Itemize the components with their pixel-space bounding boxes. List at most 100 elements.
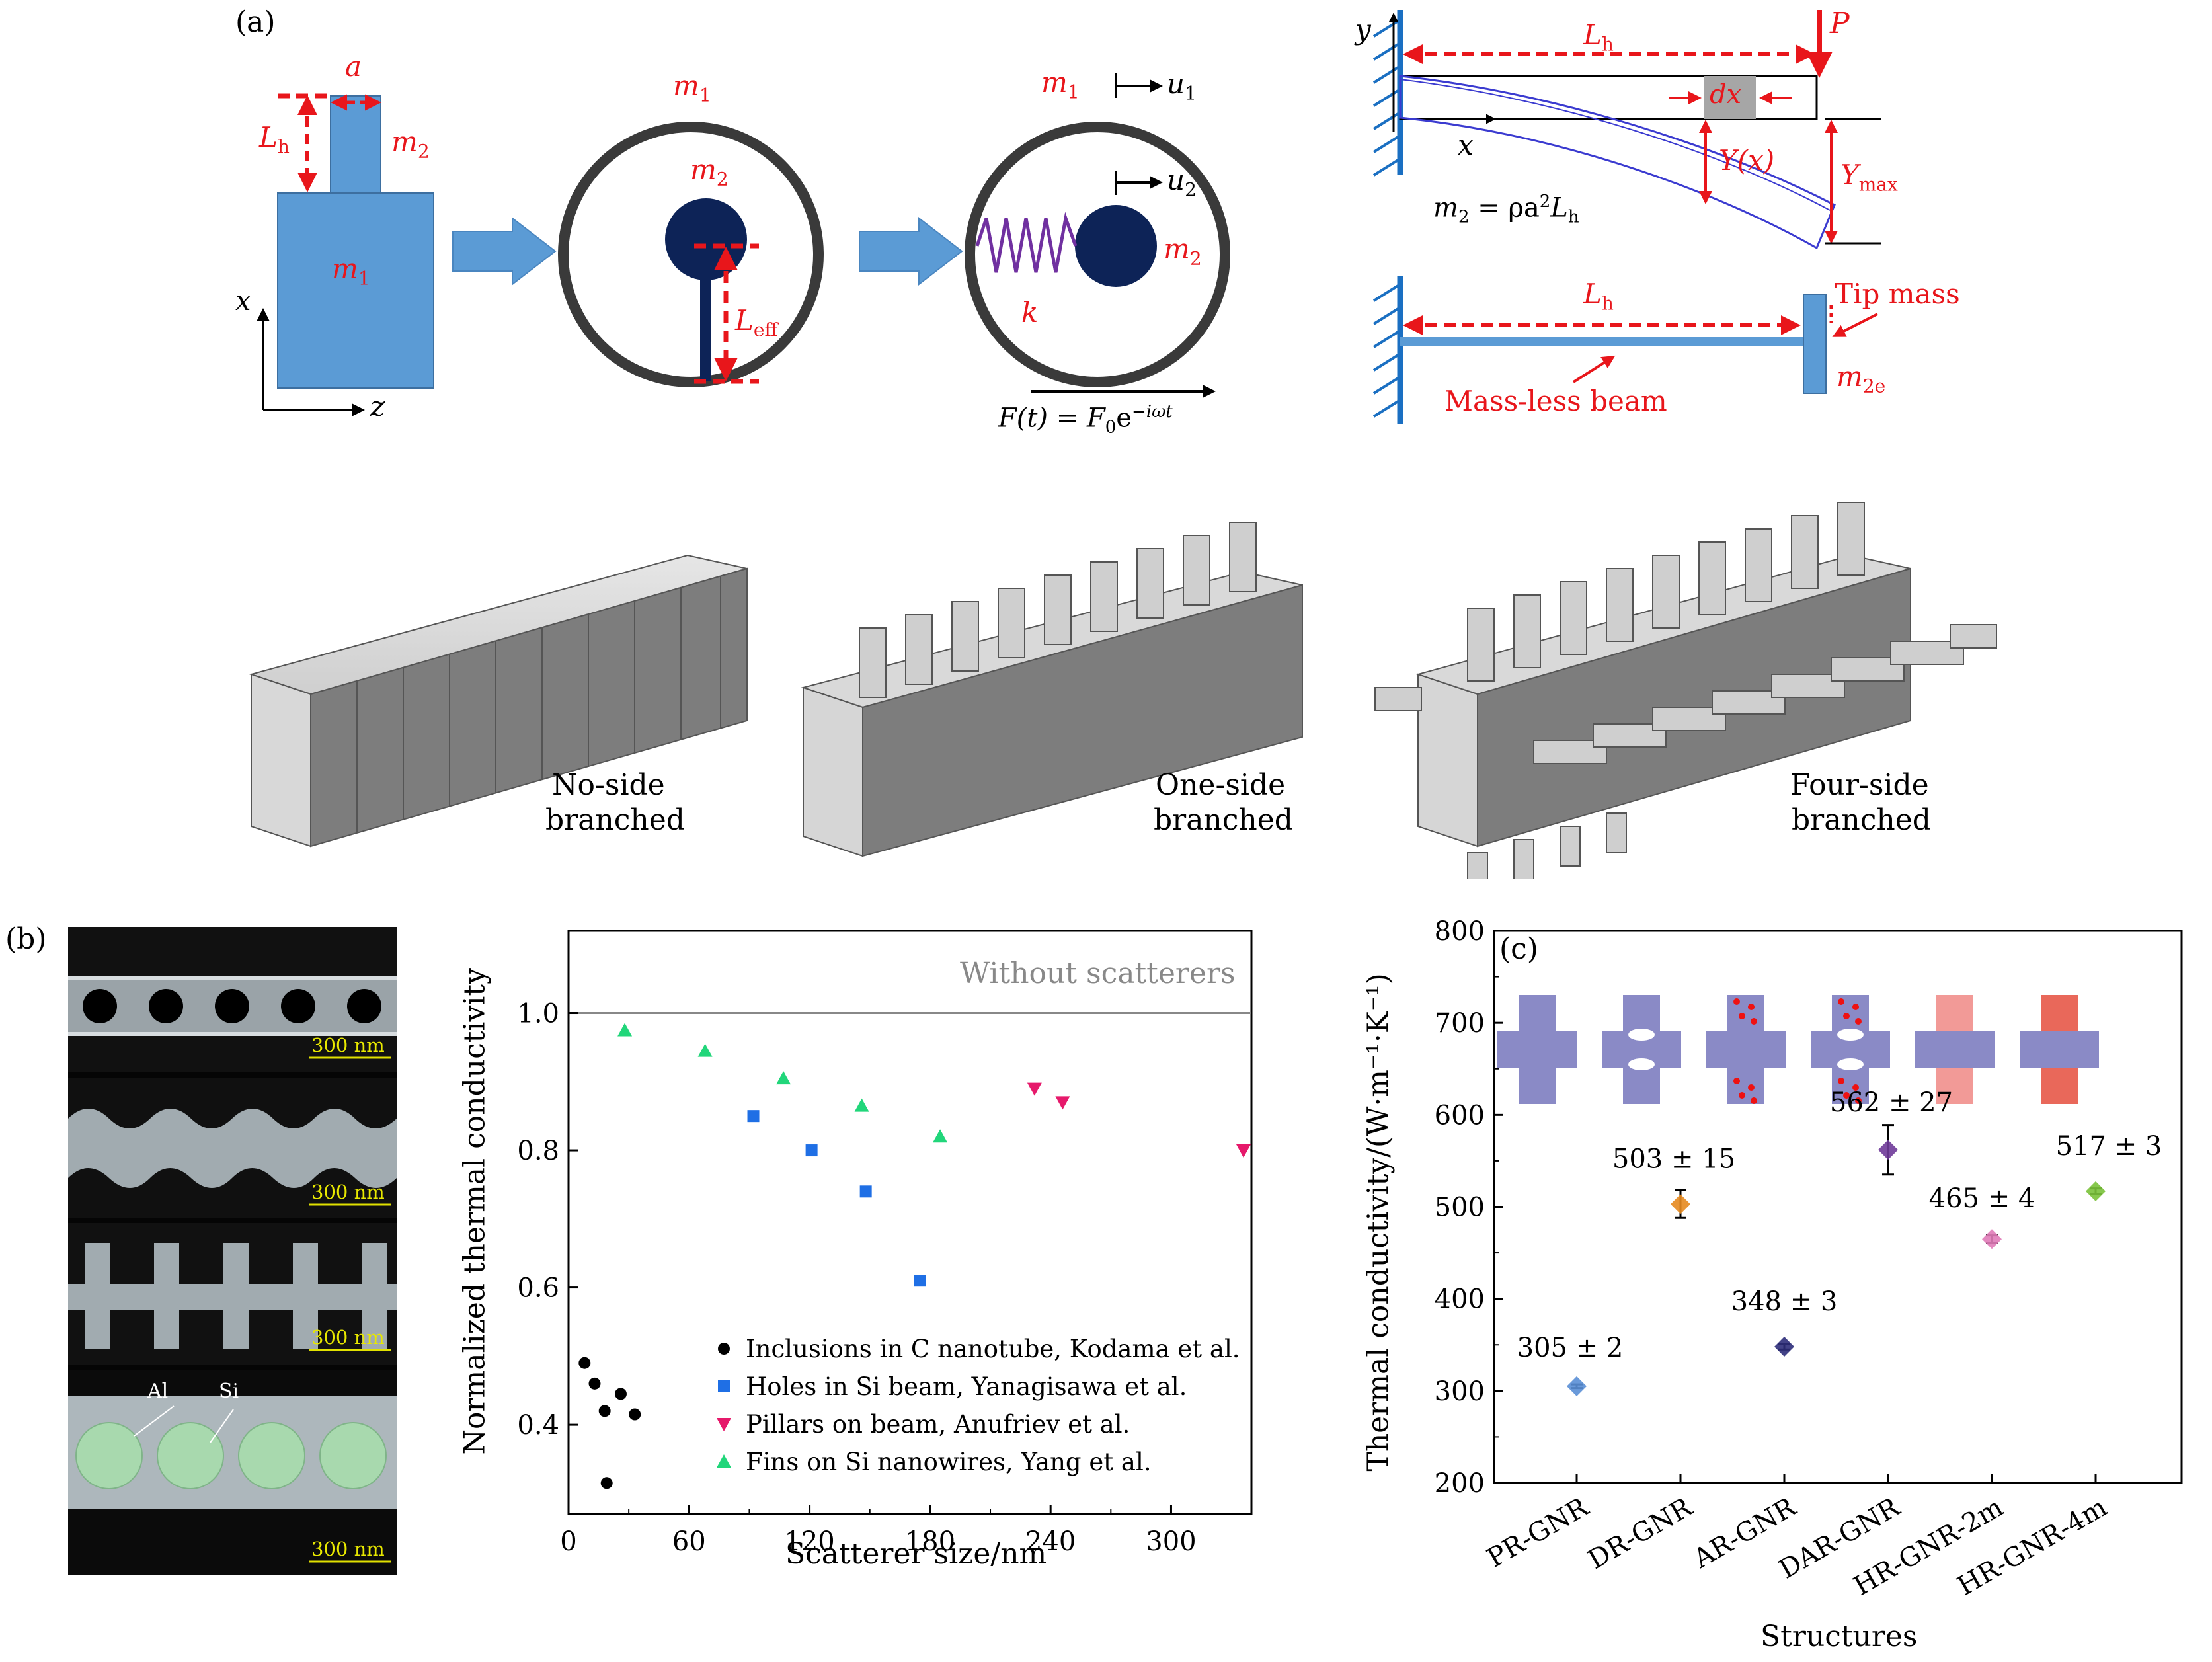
data-point — [578, 1357, 591, 1369]
icon-dot — [1843, 1092, 1850, 1099]
label-massless-beam: Mass-less beam — [1444, 385, 1667, 417]
data-point — [629, 1408, 641, 1421]
four-side-label-1: Four-side — [1790, 768, 1929, 802]
icon-dot — [1733, 998, 1740, 1005]
cantilever-deflection — [1372, 10, 1881, 250]
panel-a: (a) — [235, 5, 1997, 879]
one-side-label-2: branched — [1154, 803, 1293, 837]
sem-scale-3: 300 nm — [311, 1326, 385, 1349]
label-m2-block: m2 — [391, 126, 430, 163]
flow-arrow-2 — [859, 216, 963, 286]
data-point — [588, 1377, 601, 1390]
sem-images: 300 nm 300 nm 300 nm 300 nm Al Si — [68, 927, 397, 1575]
resonator-circle-2 — [965, 73, 1230, 398]
data-point — [859, 1185, 872, 1198]
x-tick-label: PR-GNR — [1482, 1491, 1595, 1574]
x-tick-label: 300 — [1146, 1526, 1196, 1557]
four-side-label-2: branched — [1792, 803, 1931, 837]
label-dx: dx — [1710, 79, 1742, 110]
value-label: 517 ± 3 — [2056, 1131, 2162, 1162]
structure-icon — [1497, 995, 1577, 1104]
icon-dot — [1751, 1018, 1757, 1025]
data-point — [600, 1477, 613, 1489]
branched-structures — [249, 502, 1997, 879]
massless-beam-model — [1372, 276, 1878, 424]
beam-y-axis: y — [1355, 13, 1371, 46]
sem-scale-4: 300 nm — [311, 1538, 385, 1560]
y-tick-label: 1.0 — [517, 999, 559, 1029]
icon-dot — [1748, 1084, 1755, 1091]
icon-dot — [1733, 1078, 1740, 1084]
one-side-label-1: One-side — [1156, 768, 1286, 802]
label-leff: Leff — [735, 304, 778, 341]
chart-b-refline-label: Without scatterers — [960, 957, 1236, 990]
chart-c-ylabel: Thermal conductivity/(W·m⁻¹·K⁻¹) — [1361, 973, 1396, 1472]
legend-marker — [717, 1418, 731, 1431]
icon-horizontal — [1497, 1031, 1577, 1068]
beam-x-axis: x — [1458, 129, 1474, 161]
structure-icon — [1602, 995, 1681, 1104]
axis-z-label: z — [370, 390, 385, 422]
resonator-circle-1 — [558, 122, 824, 387]
legend-marker — [717, 1454, 731, 1468]
legend-label: Holes in Si beam, Yanagisawa et al. — [746, 1372, 1187, 1401]
icon-center — [2041, 1031, 2078, 1068]
sem-label-si: Si — [219, 1380, 239, 1403]
y-tick-label: 0.8 — [517, 1136, 559, 1166]
label-k: k — [1021, 296, 1039, 329]
label-yx: Y(x) — [1719, 144, 1775, 177]
legend-label: Fins on Si nanowires, Yang et al. — [746, 1448, 1152, 1476]
flow-arrow-1 — [452, 216, 557, 286]
pillar-block — [257, 93, 434, 416]
label-m2e: m2e — [1837, 360, 1886, 397]
icon-dot — [1739, 1092, 1745, 1099]
x-tick-label: DR-GNR — [1583, 1491, 1698, 1575]
data-point-group — [1671, 1189, 1690, 1219]
spring — [975, 212, 1078, 273]
data-point — [1236, 1144, 1251, 1158]
no-side-structure — [249, 554, 748, 848]
icon-dot — [1838, 1078, 1844, 1084]
data-point — [776, 1071, 791, 1085]
label-u1: u1 — [1167, 67, 1197, 104]
mass-equation: m2 = ρa2Lh — [1433, 192, 1579, 227]
x-tick-label: 180 — [905, 1526, 955, 1557]
icon-dot — [1751, 1097, 1757, 1104]
data-point — [1027, 1082, 1042, 1096]
data-point — [1878, 1140, 1898, 1160]
label-lh-block: Lh — [259, 121, 290, 158]
data-point — [598, 1405, 611, 1417]
value-label: 562 ± 27 — [1830, 1088, 1953, 1118]
icon-center — [1936, 1031, 1973, 1068]
data-point-group — [2086, 1181, 2106, 1201]
icon-hole — [1837, 1058, 1864, 1070]
icon-dot — [1843, 1013, 1850, 1019]
data-point — [1671, 1194, 1690, 1214]
panel-b-label: (b) — [5, 922, 47, 956]
icon-dot — [1739, 1013, 1745, 1019]
data-point — [614, 1388, 627, 1400]
value-label: 465 ± 4 — [1929, 1183, 2035, 1214]
data-point — [617, 1023, 633, 1037]
force-equation: F(t) = F0e−iωt — [998, 402, 1173, 438]
oscillator-schematic — [257, 10, 1881, 424]
data-point-group — [1982, 1229, 2002, 1249]
icon-dot — [1852, 1004, 1859, 1010]
no-side-label-1: No-side — [552, 768, 665, 802]
y-tick-label: 700 — [1435, 1008, 1485, 1039]
icon-dot — [1838, 998, 1844, 1005]
x-tick-label: 120 — [784, 1526, 834, 1557]
data-point-group — [1774, 1337, 1794, 1357]
sem-image-set — [68, 927, 397, 1575]
data-point — [1055, 1096, 1070, 1110]
sem-label-al: Al — [147, 1380, 169, 1403]
label-m2-c2: m2 — [1164, 233, 1202, 270]
icon-hole — [1628, 1058, 1655, 1070]
label-tip-mass: Tip mass — [1835, 278, 1960, 310]
y-tick-label: 0.4 — [517, 1410, 559, 1441]
axis-x-label: x — [235, 284, 251, 317]
